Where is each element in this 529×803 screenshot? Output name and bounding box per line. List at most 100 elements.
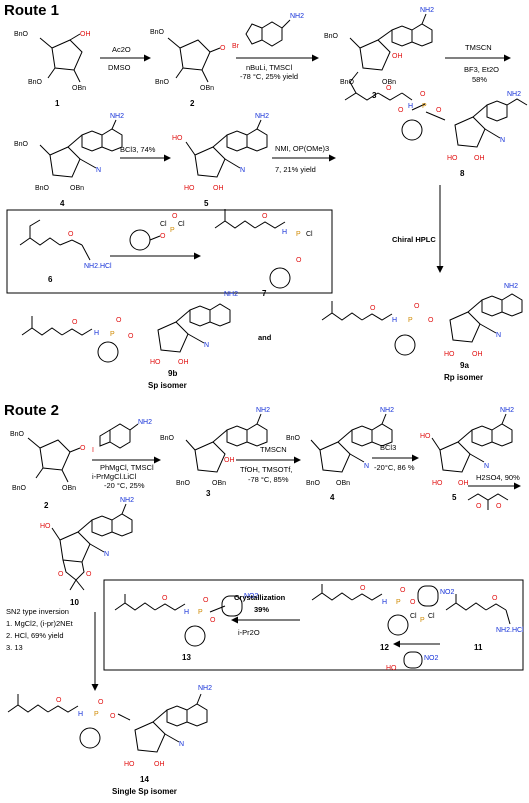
svg-text:I: I (92, 447, 94, 454)
svg-text:N: N (496, 332, 501, 339)
svg-text:P: P (396, 599, 401, 606)
svg-text:Cl: Cl (306, 231, 313, 238)
svg-text:OBn: OBn (72, 85, 86, 92)
svg-text:OH: OH (224, 457, 235, 464)
svg-text:O: O (203, 597, 209, 604)
route2-title: Route 2 (4, 402, 59, 419)
svg-text:i-Pr2O: i-Pr2O (238, 628, 260, 637)
compound-9a: O H P O O NH2 N HO OH 9a Rp isomer (321, 283, 523, 382)
compound-11-number: 11 (474, 643, 483, 652)
compound-14: O H P O O NH2 N HO OH 14 Single Sp isome… (7, 685, 212, 796)
svg-text:PhMgCl, TMSCl: PhMgCl, TMSCl (100, 463, 154, 472)
svg-text:NH2: NH2 (507, 91, 521, 98)
svg-text:OBn: OBn (212, 480, 226, 487)
svg-text:P: P (296, 231, 301, 238)
r2-compound-4: NH2 N BnO BnO OBn 4 (286, 407, 394, 502)
svg-text:OBn: OBn (200, 85, 214, 92)
svg-text:N: N (204, 342, 209, 349)
dimethoxypropane-reagent: O O (467, 493, 509, 510)
compound-2-number: 2 (190, 99, 195, 108)
svg-text:BnO: BnO (150, 29, 165, 36)
svg-text:NH2: NH2 (198, 685, 212, 692)
svg-text:N: N (96, 167, 101, 174)
svg-text:BnO: BnO (35, 185, 50, 192)
compound-9b-desc: Sp isomer (148, 381, 187, 390)
svg-text:2. HCl, 69% yield: 2. HCl, 69% yield (6, 631, 64, 640)
compound-14-desc: Single Sp isomer (112, 787, 177, 796)
r2-compound-3-number: 3 (206, 489, 211, 498)
svg-text:3. 13: 3. 13 (6, 643, 23, 652)
svg-text:O: O (420, 91, 426, 98)
compound-1-number: 1 (55, 99, 60, 108)
svg-text:O: O (398, 107, 404, 114)
svg-text:NO2: NO2 (440, 589, 455, 596)
svg-text:N: N (104, 551, 109, 558)
compound-12-number: 12 (380, 643, 389, 652)
compound-9b-number: 9b (168, 369, 177, 378)
svg-text:BnO: BnO (14, 141, 29, 148)
svg-text:Cl: Cl (410, 613, 417, 620)
svg-text:NMI, OP(OMe)3: NMI, OP(OMe)3 (275, 144, 329, 153)
svg-text:TMSCN: TMSCN (465, 43, 492, 52)
compound-4-number: 4 (60, 199, 65, 208)
svg-text:-78 °C, 85%: -78 °C, 85% (248, 475, 289, 484)
svg-text:O: O (262, 213, 268, 220)
svg-text:OH: OH (474, 155, 485, 162)
svg-text:O: O (296, 257, 302, 264)
svg-text:O: O (428, 317, 434, 324)
svg-text:O: O (360, 585, 366, 592)
svg-text:Crystallization: Crystallization (234, 593, 286, 602)
svg-text:NH2: NH2 (256, 407, 270, 414)
compound-9a-number: 9a (460, 361, 469, 370)
svg-text:O: O (128, 333, 134, 340)
svg-text:NH2: NH2 (120, 497, 134, 504)
svg-text:DMSO: DMSO (108, 63, 131, 72)
svg-text:Cl: Cl (428, 613, 435, 620)
route1-title: Route 1 (4, 2, 59, 19)
svg-text:O: O (436, 107, 442, 114)
svg-text:P: P (198, 609, 203, 616)
compound-6: O NH2.HCl 6 (19, 219, 112, 284)
svg-text:NO2: NO2 (424, 655, 439, 662)
svg-text:NO2: NO2 (244, 593, 259, 600)
svg-text:OH: OH (392, 53, 403, 60)
dichlorophosphate-reagent-r2: P Cl Cl (410, 613, 435, 624)
svg-text:NH2.HCl: NH2.HCl (84, 263, 112, 270)
compound-8: O O H P O O NH2 N HO OH 8 (344, 71, 528, 178)
svg-text:O: O (492, 595, 498, 602)
svg-text:O: O (400, 587, 406, 594)
svg-text:OH: OH (80, 31, 91, 38)
svg-text:HO: HO (150, 359, 161, 366)
svg-text:O: O (58, 571, 64, 578)
bromo-pyrrolotriazine-reagent: NH2 Br (232, 13, 304, 50)
svg-text:HO: HO (447, 155, 458, 162)
svg-text:-78 °C, 25% yield: -78 °C, 25% yield (240, 72, 298, 81)
svg-text:HO: HO (420, 433, 431, 440)
compound-9b: O H P O O NH2 N HO OH 9b Sp isomer (21, 291, 238, 390)
svg-text:HO: HO (124, 761, 135, 768)
svg-text:H: H (408, 103, 413, 110)
compound-12: O H P O O NO2 12 (311, 584, 455, 652)
svg-text:O: O (220, 45, 226, 52)
svg-text:BnO: BnO (28, 79, 43, 86)
compound-1: BnO OH BnO OBn 1 (14, 31, 91, 108)
compound-4: NH2 N BnO BnO OBn 4 (14, 113, 124, 208)
svg-text:O: O (172, 213, 178, 220)
svg-text:TMSCN: TMSCN (260, 445, 287, 454)
svg-text:O: O (116, 317, 122, 324)
svg-text:OH: OH (154, 761, 165, 768)
compound-10-number: 10 (70, 598, 79, 607)
svg-text:NH2: NH2 (138, 419, 152, 426)
svg-text:HO: HO (444, 351, 455, 358)
svg-text:O: O (414, 303, 420, 310)
and-text: and (258, 333, 272, 342)
svg-text:BF3, Et2O: BF3, Et2O (464, 65, 499, 74)
svg-text:N: N (179, 741, 184, 748)
svg-text:P: P (110, 331, 115, 338)
svg-text:Cl: Cl (178, 221, 185, 228)
svg-text:7, 21% yield: 7, 21% yield (275, 165, 316, 174)
svg-text:-20 °C, 25%: -20 °C, 25% (104, 481, 145, 490)
svg-text:NH2: NH2 (224, 291, 238, 298)
svg-text:58%: 58% (472, 75, 487, 84)
